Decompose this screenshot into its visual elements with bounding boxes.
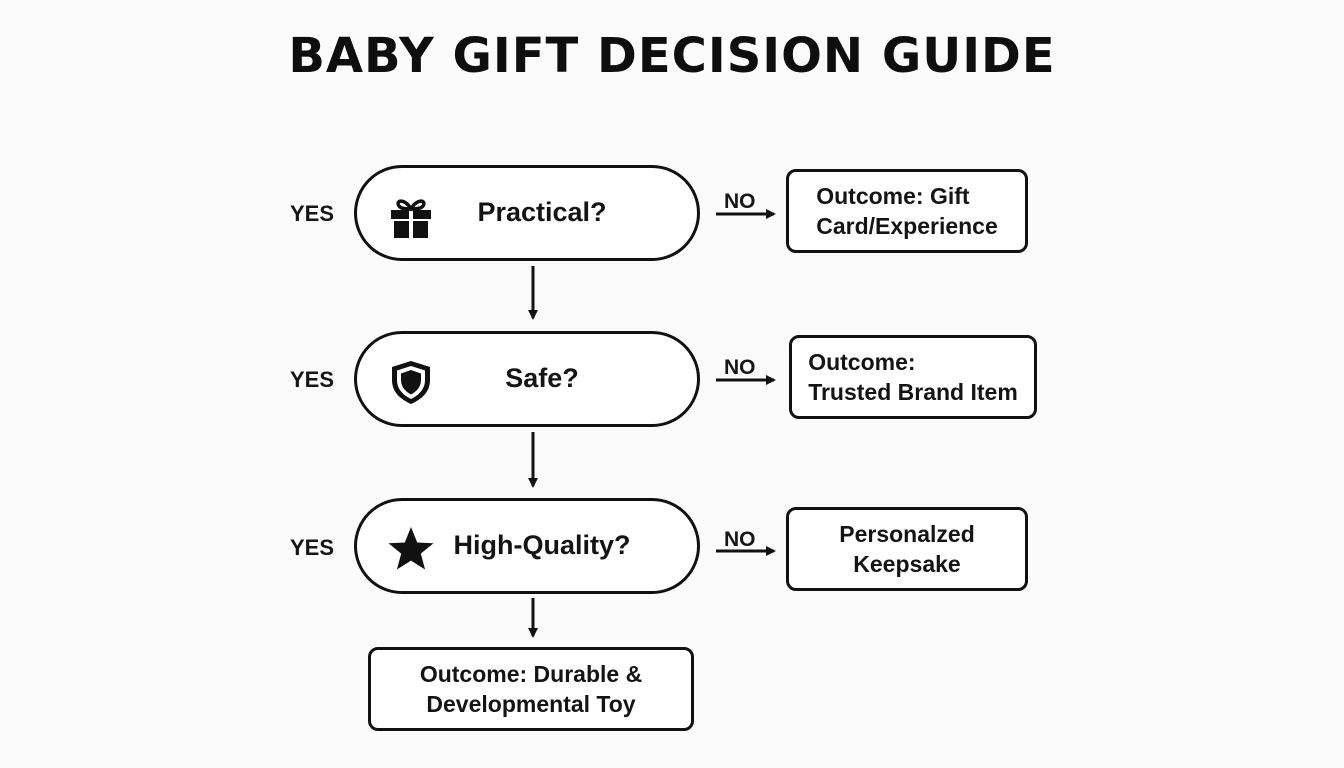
decision-label-practical: Practical? bbox=[477, 197, 607, 227]
outcome-text-gift-card: Outcome: Gift Card/Experience bbox=[816, 183, 998, 239]
no-label-quality: NO bbox=[724, 528, 756, 551]
star-icon bbox=[387, 525, 435, 573]
decision-practical: Practical? bbox=[354, 165, 700, 261]
yes-label-quality: YES bbox=[289, 535, 335, 560]
outcome-text-durable-toy: Outcome: Durable & Developmental Toy bbox=[419, 661, 643, 717]
decision-safe: Safe? bbox=[354, 331, 700, 427]
no-label-practical: NO bbox=[724, 190, 756, 213]
decision-label-high-quality: High-Quality? bbox=[453, 530, 631, 560]
outcome-durable-toy: Outcome: Durable & Developmental Toy bbox=[368, 647, 694, 731]
outcome-gift-card: Outcome: Gift Card/Experience bbox=[786, 169, 1028, 253]
gift-icon bbox=[387, 192, 435, 240]
outcome-text-trusted-brand: Outcome: Trusted Brand Item bbox=[808, 349, 1018, 405]
decision-label-safe: Safe? bbox=[505, 363, 579, 393]
no-label-safe: NO bbox=[724, 356, 756, 379]
shield-icon bbox=[387, 358, 435, 406]
yes-label-practical: YES bbox=[289, 201, 335, 226]
page-title: BABY GIFT DECISION GUIDE bbox=[288, 28, 1056, 84]
outcome-trusted-brand: Outcome: Trusted Brand Item bbox=[789, 335, 1037, 419]
decision-high-quality: High-Quality? bbox=[354, 498, 700, 594]
outcome-personalized-keepsake: Personalzed Keepsake bbox=[786, 507, 1028, 591]
outcome-text-personalized-keepsake: Personalzed Keepsake bbox=[839, 521, 975, 577]
yes-label-safe: YES bbox=[289, 367, 335, 392]
